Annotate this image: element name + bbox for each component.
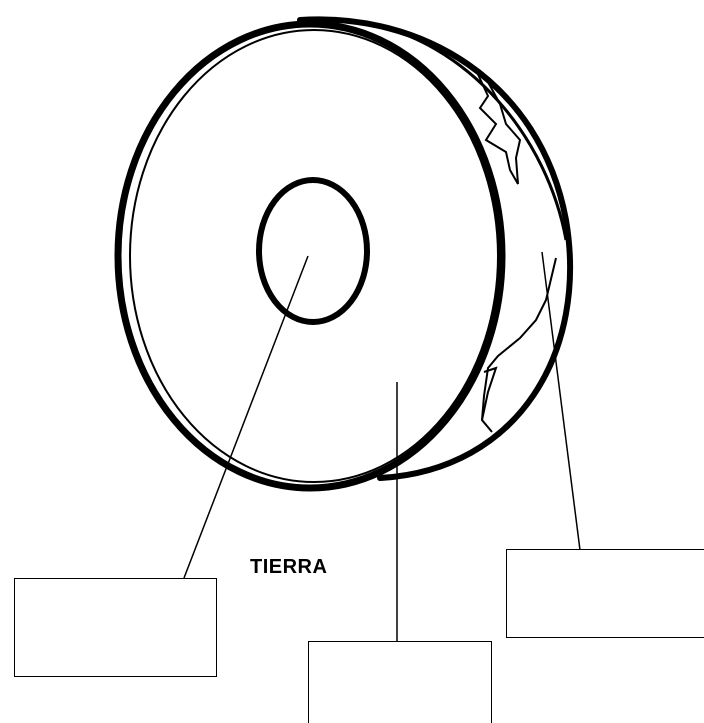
label-box-mantle[interactable] [308,641,492,723]
pointer-line-crust [541,251,581,551]
crust-crack-upper [475,69,522,185]
pointer-line-core [183,255,309,579]
crust-crack-lower [480,257,557,433]
earth-outer-face-inner-edge [129,29,499,483]
earth-inner-core [256,177,370,325]
diagram-title: TIERRA [250,556,328,578]
earth-rim [297,16,573,481]
label-box-core[interactable] [14,578,217,677]
crust-crack-branch [481,366,498,421]
label-box-crust[interactable] [506,549,704,638]
